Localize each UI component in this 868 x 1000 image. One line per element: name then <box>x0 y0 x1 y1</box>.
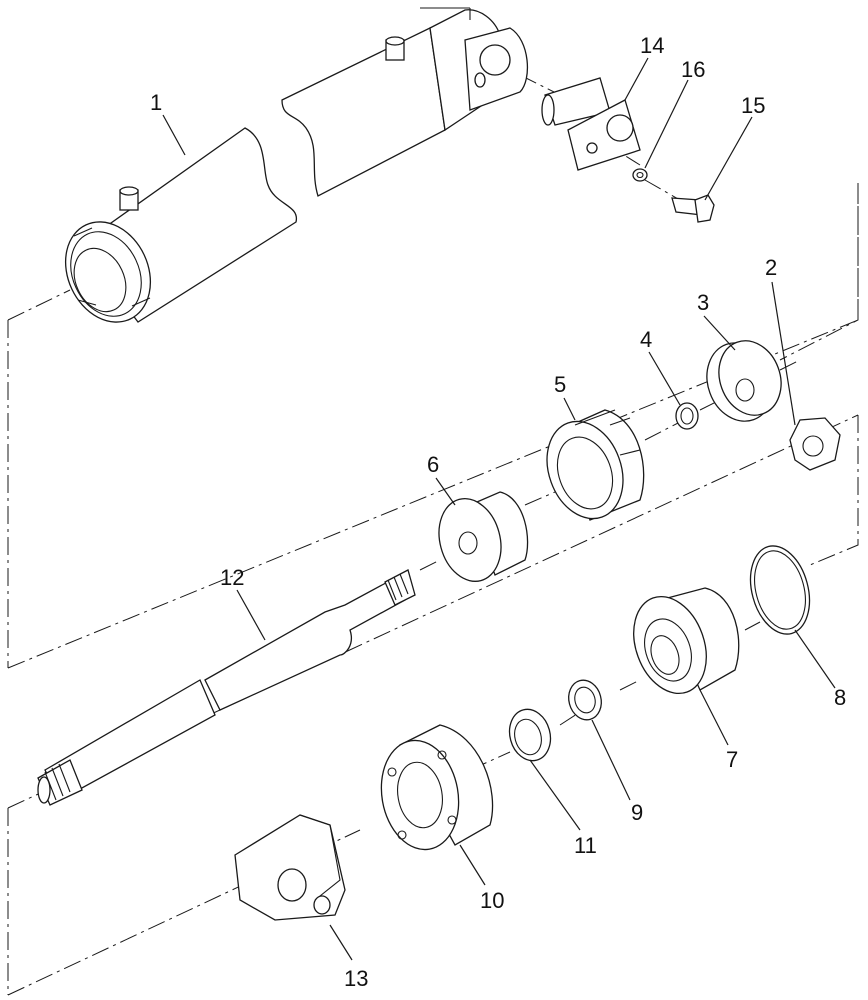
callout-6: 6 <box>427 452 439 477</box>
part-3-piston-cap <box>706 340 782 422</box>
callout-13: 13 <box>344 966 368 991</box>
part-1-cylinder-barrel <box>64 127 297 323</box>
grease-fitting-front <box>119 186 139 211</box>
part-14-pin-plate <box>541 77 641 171</box>
callout-9: 9 <box>631 800 643 825</box>
callout-3: 3 <box>697 290 709 315</box>
callout-10: 10 <box>480 888 504 913</box>
callout-11: 11 <box>574 833 597 858</box>
part-13-rod-eye <box>234 814 346 921</box>
part-4-o-ring <box>675 402 699 430</box>
part-5-piston <box>546 409 645 521</box>
callout-16: 16 <box>681 57 705 82</box>
part-7-gland <box>633 587 740 695</box>
callout-1: 1 <box>150 90 162 115</box>
callout-7: 7 <box>726 747 738 772</box>
callout-labels: 1 2 3 4 5 6 7 8 9 10 11 12 13 14 15 16 <box>150 33 846 991</box>
part-9-wiper-seal <box>568 679 602 721</box>
part-1-cylinder-rear-clevis <box>281 7 529 197</box>
callout-2: 2 <box>765 255 777 280</box>
callout-8: 8 <box>834 685 846 710</box>
part-11-rod-seal <box>508 708 552 762</box>
callout-15: 15 <box>741 93 765 118</box>
callout-4: 4 <box>640 327 652 352</box>
callout-12: 12 <box>220 565 244 590</box>
part-8-backup-ring <box>749 545 811 635</box>
callout-14: 14 <box>640 33 664 58</box>
part-16-lock-washer <box>632 168 648 182</box>
part-6-spacer <box>438 491 529 582</box>
part-15-bolt <box>671 194 715 223</box>
part-2-hex-nut <box>789 417 841 471</box>
leader-lines <box>162 57 836 961</box>
part-10-end-cap <box>380 724 494 851</box>
part-12-piston-rod <box>37 569 416 806</box>
callout-5: 5 <box>554 372 566 397</box>
grease-fitting-rear <box>385 36 405 61</box>
